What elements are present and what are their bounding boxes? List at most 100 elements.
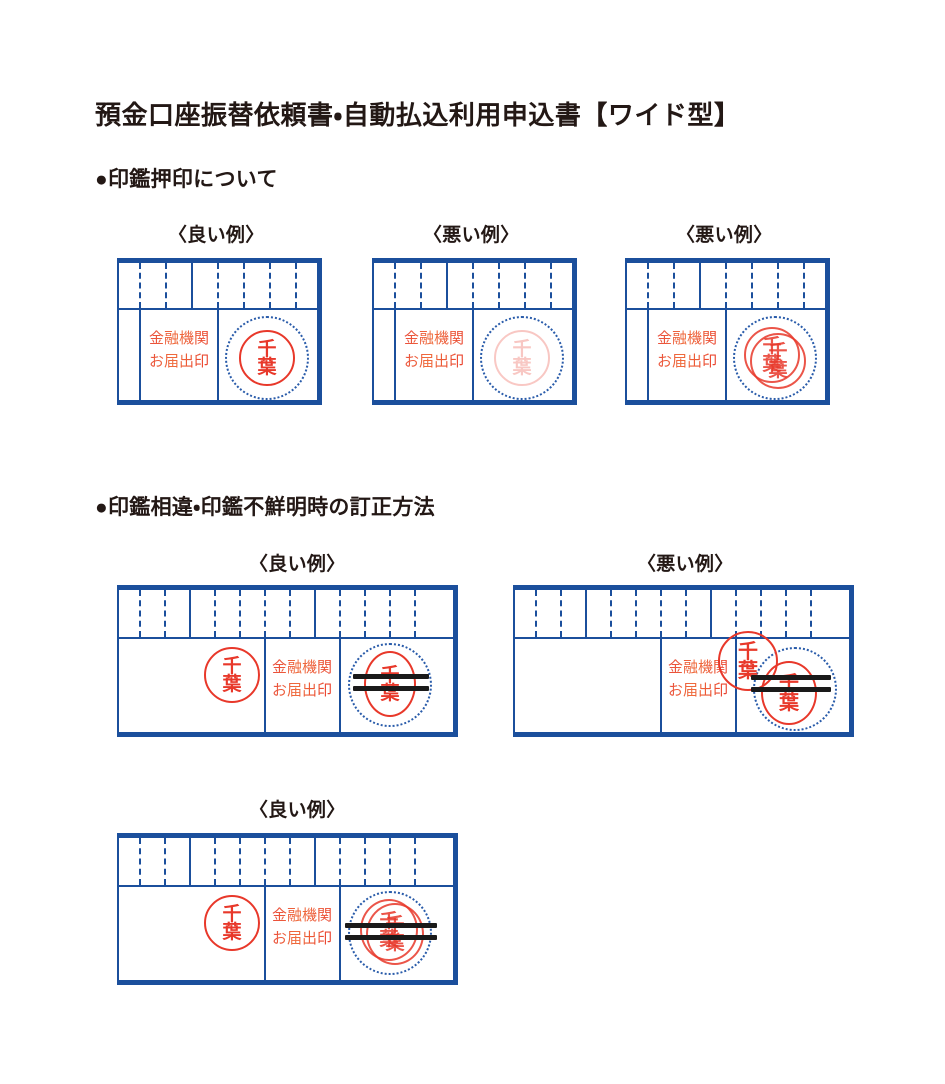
bank-seal-label-line1: 金融機関	[148, 330, 209, 347]
bank-seal-label-line1: 金融機関	[403, 330, 464, 347]
lower-divider	[394, 308, 396, 400]
lower-divider	[217, 308, 219, 400]
cell-divider	[699, 263, 701, 308]
bank-seal-label-line2: お届出印	[667, 681, 728, 699]
cell-divider	[560, 590, 562, 637]
cell-divider	[239, 838, 241, 885]
bank-seal-label-line2: お届出印	[403, 352, 464, 370]
box-frame-bottom	[625, 400, 830, 405]
bank-seal-label-line2: お届出印	[148, 352, 209, 370]
box-frame-bottom	[117, 980, 458, 985]
box-row-divider	[117, 637, 458, 639]
cell-divider	[777, 263, 779, 308]
cell-divider	[139, 263, 141, 308]
correction-strike-line	[353, 674, 429, 679]
section-heading-seal-stamping: ●印鑑押印について	[95, 168, 278, 191]
cell-divider	[339, 838, 341, 885]
cell-divider	[389, 590, 391, 637]
seal-char-bottom: 葉	[257, 356, 277, 378]
cell-divider	[214, 590, 216, 637]
lower-divider	[339, 885, 341, 980]
cell-divider	[610, 590, 612, 637]
cell-divider	[647, 263, 649, 308]
bank-seal-label: 金融機関 お届出印	[651, 328, 723, 373]
cell-divider	[414, 590, 416, 637]
seal-guide-circle	[225, 316, 309, 400]
cell-divider	[239, 590, 241, 637]
cell-divider	[472, 263, 474, 308]
correction-strike-line	[751, 687, 831, 692]
box-frame-top	[117, 258, 322, 263]
box-frame-right	[453, 833, 458, 985]
seal-char-bottom: 葉	[779, 690, 799, 714]
cell-divider	[364, 590, 366, 637]
seal-char-top: 千	[738, 639, 758, 663]
cell-divider	[189, 590, 191, 637]
seal-guide-circle	[480, 316, 564, 400]
lower-divider	[725, 308, 727, 400]
cell-divider	[339, 590, 341, 637]
cell-divider	[217, 263, 219, 308]
seal-char-top: 千	[257, 337, 277, 360]
seal-char-bottom: 葉	[222, 921, 242, 943]
seal-stamp-unclear-second: 千 葉	[366, 903, 424, 965]
lower-divider	[264, 885, 266, 980]
lower-divider	[339, 637, 341, 732]
cell-divider	[295, 263, 297, 308]
box-frame-top	[372, 258, 577, 263]
seal-char-bottom: 葉	[768, 359, 788, 381]
example-label-s1-3: 〈悪い例〉	[676, 225, 773, 246]
cell-divider	[139, 590, 141, 637]
lower-divider	[647, 308, 649, 400]
lower-divider	[264, 637, 266, 732]
box-frame-right	[453, 585, 458, 737]
cell-divider	[585, 590, 587, 637]
seal-guide-circle	[348, 643, 432, 727]
cell-divider	[760, 590, 762, 637]
cell-divider	[191, 263, 193, 308]
cell-divider	[214, 838, 216, 885]
bank-seal-label-line1: 金融機関	[271, 907, 332, 924]
seal-guide-circle	[733, 316, 817, 400]
cell-divider	[660, 590, 662, 637]
bank-seal-label-line2: お届出印	[271, 681, 332, 699]
seal-stamp-overlapping: 千 葉	[761, 661, 817, 725]
box-row-divider	[372, 308, 577, 310]
cell-divider	[685, 590, 687, 637]
box-frame-bottom	[117, 732, 458, 737]
seal-stamp-clear: 千 葉	[239, 330, 295, 386]
cell-divider	[314, 838, 316, 885]
cell-divider	[673, 263, 675, 308]
seal-char-bottom: 葉	[222, 673, 242, 695]
cell-divider	[264, 590, 266, 637]
bank-seal-label: 金融機関 お届出印	[268, 657, 336, 702]
cell-divider	[785, 590, 787, 637]
seal-char-bottom: 葉	[512, 356, 532, 378]
box-frame-bottom	[513, 732, 854, 737]
page-title: 預金口座振替依頼書・自動払込利用申込書【ワイド型】	[95, 100, 741, 130]
cell-divider	[189, 838, 191, 885]
bank-seal-label-line2: お届出印	[271, 929, 332, 947]
cell-divider	[710, 590, 712, 637]
box-frame-right	[572, 258, 577, 405]
lower-divider	[139, 308, 141, 400]
cell-divider	[803, 263, 805, 308]
box-frame-left	[625, 258, 627, 405]
box-frame-left	[513, 585, 515, 737]
box-frame-left	[117, 833, 119, 985]
correction-strike-line	[345, 923, 437, 928]
seal-stamp-doubled-second: 千 葉	[750, 333, 806, 389]
box-frame-right	[317, 258, 322, 405]
example-label-s2-3: 〈良い例〉	[249, 800, 346, 821]
cell-divider	[725, 263, 727, 308]
box-frame-left	[372, 258, 374, 405]
cell-divider	[289, 838, 291, 885]
bank-seal-label: 金融機関 お届出印	[398, 328, 470, 373]
cell-divider	[269, 263, 271, 308]
box-frame-left	[117, 585, 119, 737]
cell-divider	[264, 838, 266, 885]
form-sample-box-s2-1: 千 葉 金融機関 お届出印 千 葉	[117, 585, 458, 737]
cell-divider	[810, 590, 812, 637]
bank-seal-label: 金融機関 お届出印	[268, 905, 336, 950]
box-frame-top	[117, 833, 458, 838]
